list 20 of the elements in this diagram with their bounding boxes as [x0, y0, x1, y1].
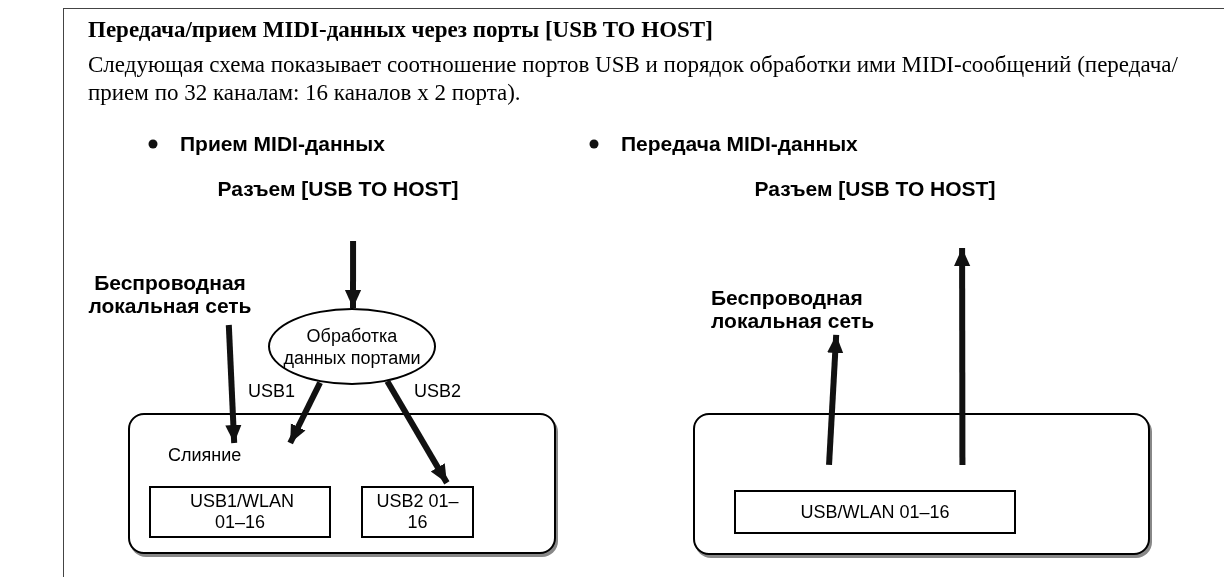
process-ellipse: Обработка данных портами: [268, 308, 436, 385]
channel-box: USB1/WLAN 01–16: [149, 486, 331, 538]
arrow: [826, 334, 844, 466]
rounded-panel: [693, 413, 1150, 555]
network-label: Беспроводная локальная сеть: [711, 285, 911, 333]
arrow: [225, 324, 242, 444]
channel-box: USB/WLAN 01–16: [734, 490, 1016, 534]
arrow: [954, 248, 971, 465]
channel-box: USB2 01–16: [361, 486, 474, 538]
description-paragraph: Следующая схема показывает соотношение портов USB и порядок обработки ими MIDI-сообщений (передача/прием по 32 каналам: 16 каналов x 2 порта).: [88, 51, 1178, 107]
port-label: Разъем [USB TO HOST]: [745, 176, 1005, 202]
bullet-heading: Прием MIDI-данных: [180, 131, 385, 157]
rounded-panel: [128, 413, 556, 554]
section-title: Передача/прием MIDI-данных через порты [USB TO HOST]: [88, 16, 713, 44]
merge-label: Слияние: [160, 440, 300, 470]
arrow: [344, 241, 362, 308]
arrow: [287, 381, 323, 445]
bullet-heading: Передача MIDI-данных: [621, 131, 858, 157]
port-label: Разъем [USB TO HOST]: [208, 176, 468, 202]
arrow: [384, 379, 450, 485]
